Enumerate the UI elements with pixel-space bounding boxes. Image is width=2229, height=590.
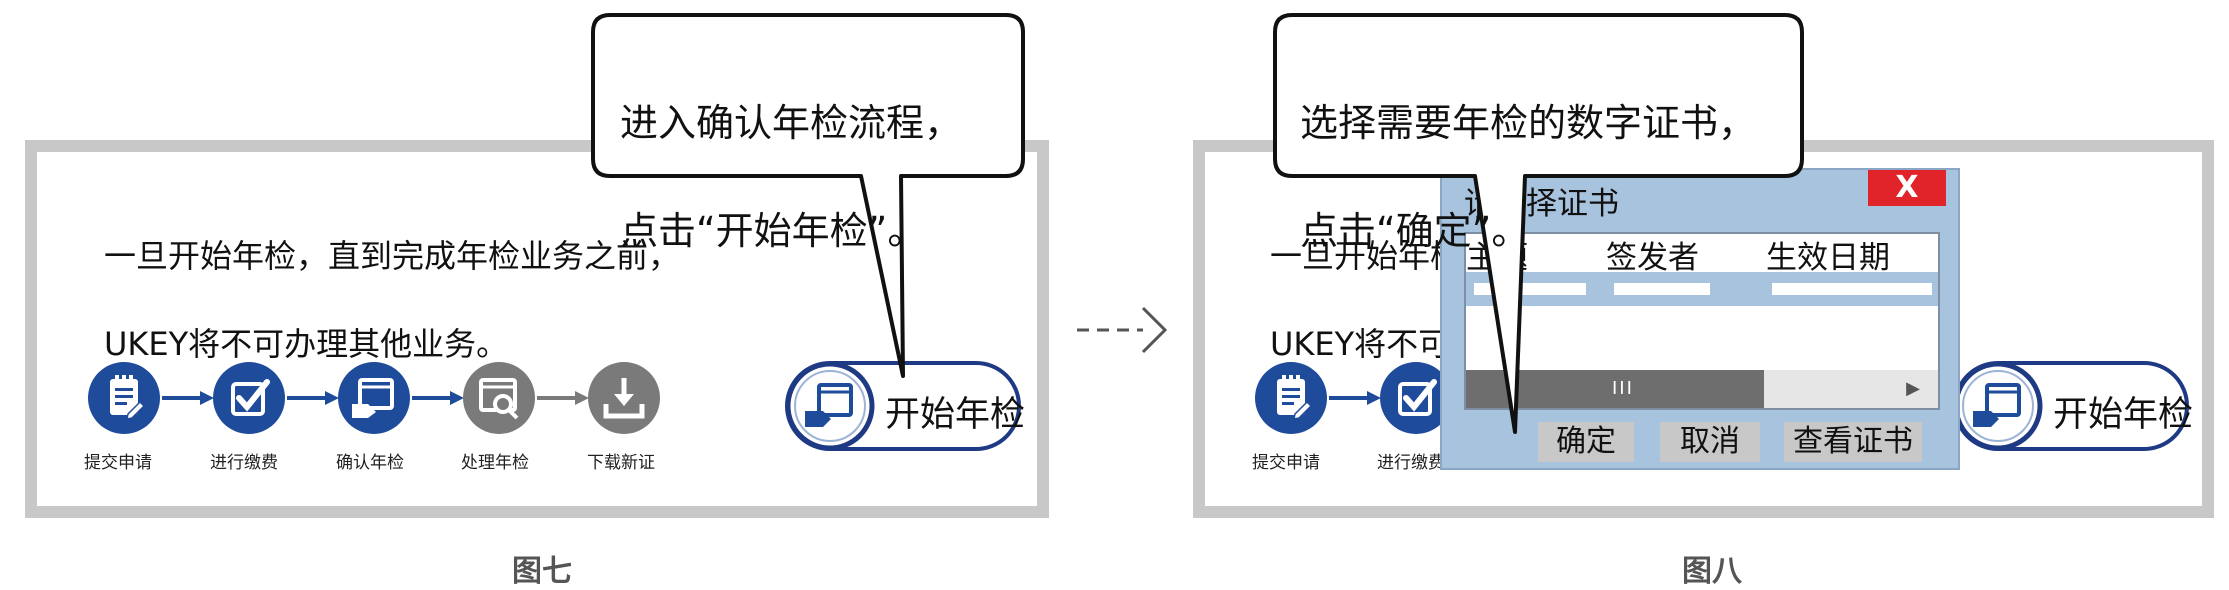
description-line-1: 一旦开始年检 [1270, 237, 1463, 275]
close-button[interactable]: X [1868, 170, 1946, 206]
step-confirm-inspection [338, 362, 410, 434]
column-header-valid-date: 生效日期 [1766, 240, 1890, 276]
step-submit-application [1255, 362, 1327, 434]
scroll-right-icon[interactable]: ▶ [1906, 378, 1920, 399]
step-label: 提交申请 [1252, 453, 1320, 473]
checkbox-check-icon [231, 379, 270, 416]
description-line-2: UKEY将不可 [1270, 325, 1451, 363]
step-arrow-icon [162, 391, 214, 405]
step-submit-application [88, 362, 160, 434]
window-hand-icon [352, 378, 394, 418]
select-certificate-dialog: 请选择证书 X 主题 签发者 生效日期 III ▶ 确定 取消 查看证书 [1440, 168, 1960, 470]
cell-placeholder [1772, 283, 1932, 295]
checkbox-check-icon [1398, 379, 1437, 416]
column-header-issuer: 签发者 [1606, 240, 1699, 276]
window-hand-icon [1953, 361, 2043, 451]
scroll-thumb-grip: III [1612, 378, 1634, 399]
step-label: 下载新证 [587, 453, 655, 473]
description-line-1: 一旦开始年检，直到完成年检业务之前， [104, 237, 681, 275]
figure7-caption: 图七 [512, 554, 572, 589]
certificate-table: 主题 签发者 生效日期 III ▶ [1464, 232, 1940, 410]
view-certificate-button[interactable]: 查看证书 [1784, 422, 1922, 462]
bubble-line-1: 进入确认年检流程， [620, 101, 963, 145]
window-search-icon [479, 378, 519, 420]
window-hand-icon [785, 361, 875, 451]
dashed-right-arrow-icon [1077, 306, 1168, 354]
speech-bubble [1273, 13, 1804, 434]
step-label: 进行缴费 [210, 453, 278, 473]
cancel-button[interactable]: 取消 [1660, 422, 1760, 462]
step-arrow-icon [1329, 391, 1381, 405]
document-edit-icon [110, 375, 146, 420]
start-button-label: 开始年检 [2053, 395, 2194, 435]
step-label: 进行缴费 [1377, 453, 1445, 473]
download-tray-icon [603, 378, 645, 419]
start-inspection-button[interactable]: 开始年检 [1953, 361, 2193, 451]
start-button-label: 开始年检 [885, 395, 1026, 435]
speech-bubble [591, 13, 1025, 378]
horizontal-scrollbar[interactable]: III ▶ [1466, 370, 1938, 408]
figure7-description: 一旦开始年检，直到完成年检业务之前， UKEY将不可办理其他业务。 [104, 190, 680, 410]
step-arrow-icon [412, 391, 464, 405]
document-edit-icon [1277, 375, 1313, 420]
bubble-line-1: 选择需要年检的数字证书， [1300, 101, 1757, 145]
certificate-row[interactable] [1466, 272, 1938, 306]
description-line-2: UKEY将不可办理其他业务。 [104, 325, 509, 363]
bubble-text: 选择需要年检的数字证书， 点击“确定”。 [1300, 42, 1756, 312]
scroll-track[interactable]: ▶ [1764, 370, 1938, 408]
step-label: 提交申请 [84, 453, 152, 473]
step-download-certificate [588, 362, 660, 434]
cell-placeholder [1614, 283, 1710, 295]
start-inspection-button[interactable]: 开始年检 [785, 361, 1025, 451]
step-arrow-icon [287, 391, 339, 405]
bubble-line-2: 点击“开始年检”。 [620, 209, 926, 253]
bubble-line-2: 点击“确定”。 [1300, 209, 1530, 253]
step-pay-fee [213, 362, 285, 434]
step-label: 确认年检 [336, 453, 404, 473]
step-label: 处理年检 [461, 453, 529, 473]
figure8-description: 一旦开始年检 UKEY将不可 [1270, 190, 1462, 410]
ok-button[interactable]: 确定 [1538, 422, 1634, 462]
step-arrow-icon [537, 391, 589, 405]
figure8-caption: 图八 [1682, 554, 1742, 589]
step-process-inspection [463, 362, 535, 434]
bubble-text: 进入确认年检流程， 点击“开始年检”。 [620, 42, 962, 312]
